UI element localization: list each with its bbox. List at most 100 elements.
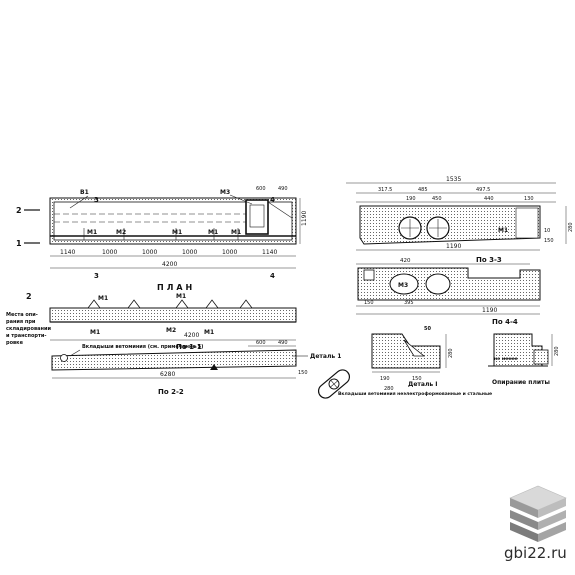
- plan-dim-seg6: 1140: [262, 249, 277, 256]
- sec33-mark-m3: М3: [398, 282, 408, 289]
- sec11-mark-m2: М2: [166, 327, 176, 334]
- sec33-title: По 3-3: [476, 256, 502, 264]
- plan-mark-b1: В1: [80, 189, 89, 196]
- sec11-title: По 1-1: [176, 343, 202, 351]
- sec33-hole-1: [389, 273, 419, 295]
- detail-dim-b: 150: [412, 376, 422, 382]
- right-elevation: 1535 317.5 485 497.5 190 450 440 130 М1 …: [346, 176, 574, 251]
- right-end-pocket: [515, 207, 539, 239]
- detail-1-view: 190 150 280 50 Деталь I 280: [371, 326, 454, 392]
- logo-layer-top-left: [510, 498, 538, 518]
- detail-dim-top: 50: [424, 326, 431, 332]
- plan-dim-total-label: 4200: [162, 261, 177, 268]
- sec44-note: не менее: [494, 357, 518, 362]
- plan-mark-m1b: М1: [172, 229, 182, 236]
- sec22-body: [51, 349, 297, 371]
- plan-axis-3-bot: 3: [94, 272, 99, 280]
- right-dim-r2: 485: [418, 187, 428, 193]
- logo-layer-top-right: [538, 498, 566, 518]
- detail-body: [371, 333, 441, 369]
- site-logo: [509, 485, 567, 542]
- sec33-hole-2: [425, 273, 451, 295]
- mounting-note-2: рания при: [6, 319, 36, 325]
- mounting-note-4: и транспорти-: [6, 333, 46, 339]
- right-dim-r3: 497.5: [476, 187, 490, 193]
- logo-layer-bot-right: [538, 522, 566, 542]
- plan-title: ПЛАН: [157, 283, 195, 292]
- sec22-insert-leader: [69, 349, 81, 357]
- sec11-mark-m1a: М1: [98, 295, 108, 302]
- plan-axis-1: 1: [16, 239, 22, 248]
- sec33-dim-total-label: 1190: [482, 307, 497, 314]
- mounting-note-1: Места опи-: [6, 312, 38, 318]
- detail-dim-a: 190: [380, 376, 390, 382]
- sec33-dim-r9: 150: [364, 300, 374, 306]
- insert-detail: Вкладыши ветоминия неэлектроформованные …: [317, 369, 492, 399]
- plan-view: М1 М2 М1 М1 М1 В1 М3 2 1 3 3 4 4 1140 10…: [16, 186, 308, 292]
- sec33-dim-r8: 395: [404, 300, 414, 306]
- mounting-note-5: ровке: [6, 340, 24, 346]
- sec11-mark-m1b: М1: [176, 293, 186, 300]
- section-4-4: По 4-4 не менее Опирание плиты 280: [488, 318, 560, 386]
- logo-layer-mid-left: [510, 510, 538, 530]
- detail-dim-height-label: 280: [448, 348, 454, 358]
- plan-dim-height-label: 1190: [301, 211, 308, 226]
- sec22-dim-top-a: 600: [256, 340, 266, 346]
- section-1-1: М1 М1 М2 М1 М1 4200 По 1-1 Места опи- ра…: [6, 292, 297, 351]
- sec22-dim-total: 6280: [160, 371, 175, 378]
- right-dim-r1: 317.5: [378, 187, 392, 193]
- detail-title: Деталь I: [408, 381, 437, 388]
- sec11-mark-m1d: М1: [204, 329, 214, 336]
- logo-layer-mid-right: [538, 510, 566, 530]
- insert-note: Вкладыши ветоминия неэлектроформованные …: [338, 390, 492, 397]
- plan-opening-inner: [249, 204, 265, 228]
- detail-groove: [403, 339, 426, 357]
- detail1-label: Деталь 1: [310, 353, 341, 360]
- sec44-title: По 4-4: [492, 318, 518, 326]
- sec11-insert-1: [87, 299, 101, 309]
- sec33-notch: [363, 269, 375, 281]
- plan-mark-m1a: М1: [87, 229, 97, 236]
- plan-dim-seg2: 1000: [102, 249, 117, 256]
- plan-dim-seg5: 1000: [222, 249, 237, 256]
- plan-mark-m3: М3: [220, 189, 230, 196]
- plan-dim-seg1: 1140: [60, 249, 75, 256]
- plan-axis-3-top: 3: [94, 196, 99, 204]
- plan-dim-seg3: 1000: [142, 249, 157, 256]
- right-dim-height-label: 280: [568, 222, 574, 232]
- right-mark-m1: М1: [498, 227, 508, 234]
- plan-axis-4-bot: 4: [270, 272, 275, 280]
- right-slab-body: [359, 205, 541, 245]
- sec22-dim-end: 150: [298, 370, 308, 376]
- sec22-insert-note: Вкладыши ветоминия (см. примечание 5): [82, 344, 203, 350]
- sec11-insert-2: [127, 299, 141, 309]
- section-3-3: 420 По 3-3 М3 150 395 1190: [356, 256, 541, 315]
- plan-dim-top-b: 490: [278, 186, 288, 192]
- logo-layer-bot-left: [510, 522, 538, 542]
- sec11-dim-total: 4200: [184, 332, 199, 339]
- sec22-title: По 2-2: [158, 388, 184, 396]
- plan-mark-m1c: М1: [208, 229, 218, 236]
- sec22-dim-top-b: 490: [278, 340, 288, 346]
- sec11-body: [49, 307, 297, 323]
- insert-cross-v: [330, 379, 338, 389]
- plan-b1-leader: [69, 195, 89, 209]
- plan-axis-4-top: 4: [270, 196, 275, 204]
- sec11-insert-5: [239, 299, 253, 309]
- detail-dim-c: 280: [384, 386, 394, 392]
- plan-axis-2: 2: [16, 206, 22, 215]
- sec22-loop: [60, 354, 68, 362]
- sec33-dim-r4: 420: [400, 258, 411, 264]
- right-dim-r6: 450: [432, 196, 442, 202]
- watermark-text: gbi22.ru: [504, 544, 567, 562]
- plan-dim-top-a: 600: [256, 186, 266, 192]
- section-2-2: 6280 По 2-2 Вкладыши ветоминия (см. прим…: [51, 340, 341, 396]
- right-dim-r5: 440: [484, 196, 494, 202]
- sec11-insert-4: [205, 299, 219, 309]
- right-dim-r10: 130: [524, 196, 534, 202]
- mounting-note-3: складировании: [6, 326, 51, 332]
- sec11-axis-2: 2: [26, 292, 32, 301]
- support-title: Опирание плиты: [492, 379, 550, 386]
- sec11-insert-3: [175, 299, 189, 309]
